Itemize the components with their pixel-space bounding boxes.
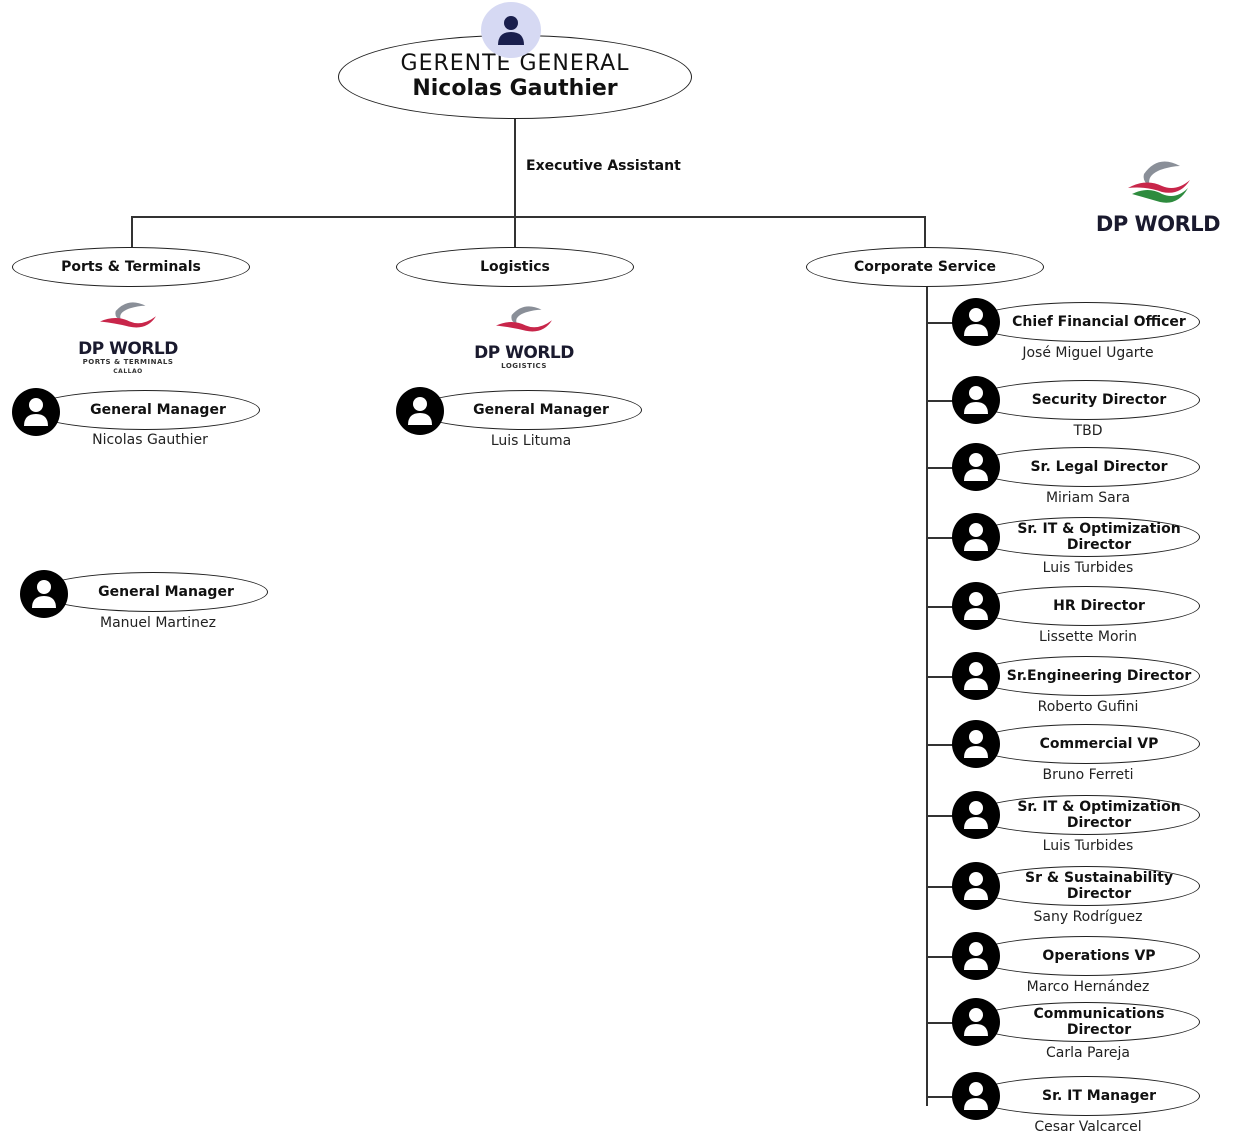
corporate-person-name: José Miguel Ugarte [1022,345,1154,361]
corporate-person-name: Carla Pareja [1046,1045,1130,1061]
corporate-role-pill: Sr. IT & Optimization Director [972,517,1200,557]
corporate-role-title: Sr. Legal Director [1030,459,1168,475]
logo-logistics-sub: LOGISTICS [501,362,547,370]
person-icon [396,387,444,435]
connector-logistics [514,216,516,248]
dp-world-swoosh-icon [100,302,156,328]
person-icon [952,582,1000,630]
corporate-person-name: Cesar Valcarcel [1034,1119,1142,1135]
corporate-branch-connector [926,815,954,817]
corporate-role-title: Sr. IT Manager [1041,1088,1157,1104]
corporate-role-title: Communications Director [1033,1006,1165,1038]
corporate-role-pill: HR Director [972,586,1200,626]
logistics-gm-pill: General Manager [414,390,642,430]
corporate-role-pill: Sr & Sustainability Director [972,866,1200,906]
person-icon [952,376,1000,424]
corporate-role-title: HR Director [1053,598,1145,614]
connector-corporate [924,216,926,248]
top-name: Nicolas Gauthier [412,76,618,101]
logo-ports-brand: DP WORLD [78,339,178,359]
corporate-branch-connector [926,744,954,746]
connector-ports [131,216,133,248]
ports-gm-2-title: General Manager [98,584,234,600]
logo-ports-sub2: CALLAO [113,368,143,375]
corporate-branch-connector [926,322,954,324]
corporate-role-pill: Operations VP [972,936,1200,976]
person-icon [952,720,1000,768]
person-icon [952,298,1000,346]
corporate-branch-connector [926,467,954,469]
dp-world-logo-main: DP WORLD [1088,158,1228,236]
dp-world-swoosh-icon [496,306,552,332]
corporate-role-title: Chief Financial Officer [1012,314,1186,330]
person-icon [498,16,524,45]
person-icon [952,932,1000,980]
corporate-role-title: Operations VP [1042,948,1156,964]
corporate-role-title: Sr. IT & Optimization Director [1017,799,1181,831]
ports-gm-2-pill: General Manager [38,572,268,612]
executive-assistant-label: Executive Assistant [526,158,681,174]
person-icon [952,513,1000,561]
corporate-branch-connector [926,537,954,539]
ports-gm-2-name: Manuel Martinez [100,615,216,631]
corporate-branch-connector [926,956,954,958]
corporate-role-pill: Sr.Engineering Director [972,656,1200,696]
person-icon [952,652,1000,700]
logo-main-brand: DP WORLD [1095,212,1221,236]
corporate-role-title: Sr. IT & Optimization Director [1017,521,1181,553]
corporate-person-name: Lissette Morin [1038,629,1138,645]
corporate-branch-connector [926,400,954,402]
corporate-role-pill: Sr. Legal Director [972,447,1200,487]
logistics-gm-title: General Manager [473,402,609,418]
connector-corporate-trunk [926,286,928,1106]
top-avatar [481,2,541,58]
corporate-branch-connector [926,1096,954,1098]
corporate-role-pill: Chief Financial Officer [972,302,1200,342]
person-icon [952,443,1000,491]
person-icon [952,791,1000,839]
corporate-person-name: Sany Rodríguez [1033,909,1143,925]
corporate-role-pill: Security Director [972,380,1200,420]
corporate-role-pill: Sr. IT & Optimization Director [972,795,1200,835]
corporate-person-name: TBD [1073,423,1103,439]
corporate-person-name: Marco Hernández [1026,979,1150,995]
dp-world-swoosh-icon [1128,161,1190,203]
corporate-person-name: Miriam Sara [1045,490,1131,506]
corporate-role-title: Security Director [1031,392,1167,408]
logo-ports-sub: PORTS & TERMINALS [82,358,174,366]
corporate-role-pill: Sr. IT Manager [972,1076,1200,1116]
person-icon [20,570,68,618]
corporate-branch-connector [926,886,954,888]
corporate-branch-connector [926,1022,954,1024]
connector-top-vertical [514,118,516,218]
ports-gm-1-pill: General Manager [30,390,260,430]
corporate-person-name: Roberto Gufini [1037,699,1139,715]
person-icon [952,1072,1000,1120]
connector-horizontal [131,216,926,218]
division-logistics: Logistics [396,247,634,287]
person-icon [12,388,60,436]
corporate-role-pill: Communications Director [972,1002,1200,1042]
corporate-branch-connector [926,606,954,608]
corporate-role-pill: Commercial VP [972,724,1200,764]
division-ports-terminals: Ports & Terminals [12,247,250,287]
corporate-role-title: Commercial VP [1039,736,1159,752]
corporate-person-name: Luis Turbides [1042,560,1134,576]
corporate-branch-connector [926,676,954,678]
logo-logistics-brand: DP WORLD [474,343,574,363]
person-icon [952,998,1000,1046]
division-corporate-service: Corporate Service [806,247,1044,287]
dp-world-ports-logo: DP WORLD PORTS & TERMINALS CALLAO [58,300,198,376]
person-icon [952,862,1000,910]
ports-gm-1-title: General Manager [90,402,226,418]
corporate-person-name: Bruno Ferreti [1042,767,1134,783]
logistics-gm-name: Luis Lituma [490,433,572,449]
corporate-person-name: Luis Turbides [1042,838,1134,854]
ports-gm-1-name: Nicolas Gauthier [92,432,208,448]
corporate-role-title: Sr.Engineering Director [1006,668,1192,684]
dp-world-logistics-logo: DP WORLD LOGISTICS [454,304,594,371]
corporate-role-title: Sr & Sustainability Director [1025,870,1173,902]
